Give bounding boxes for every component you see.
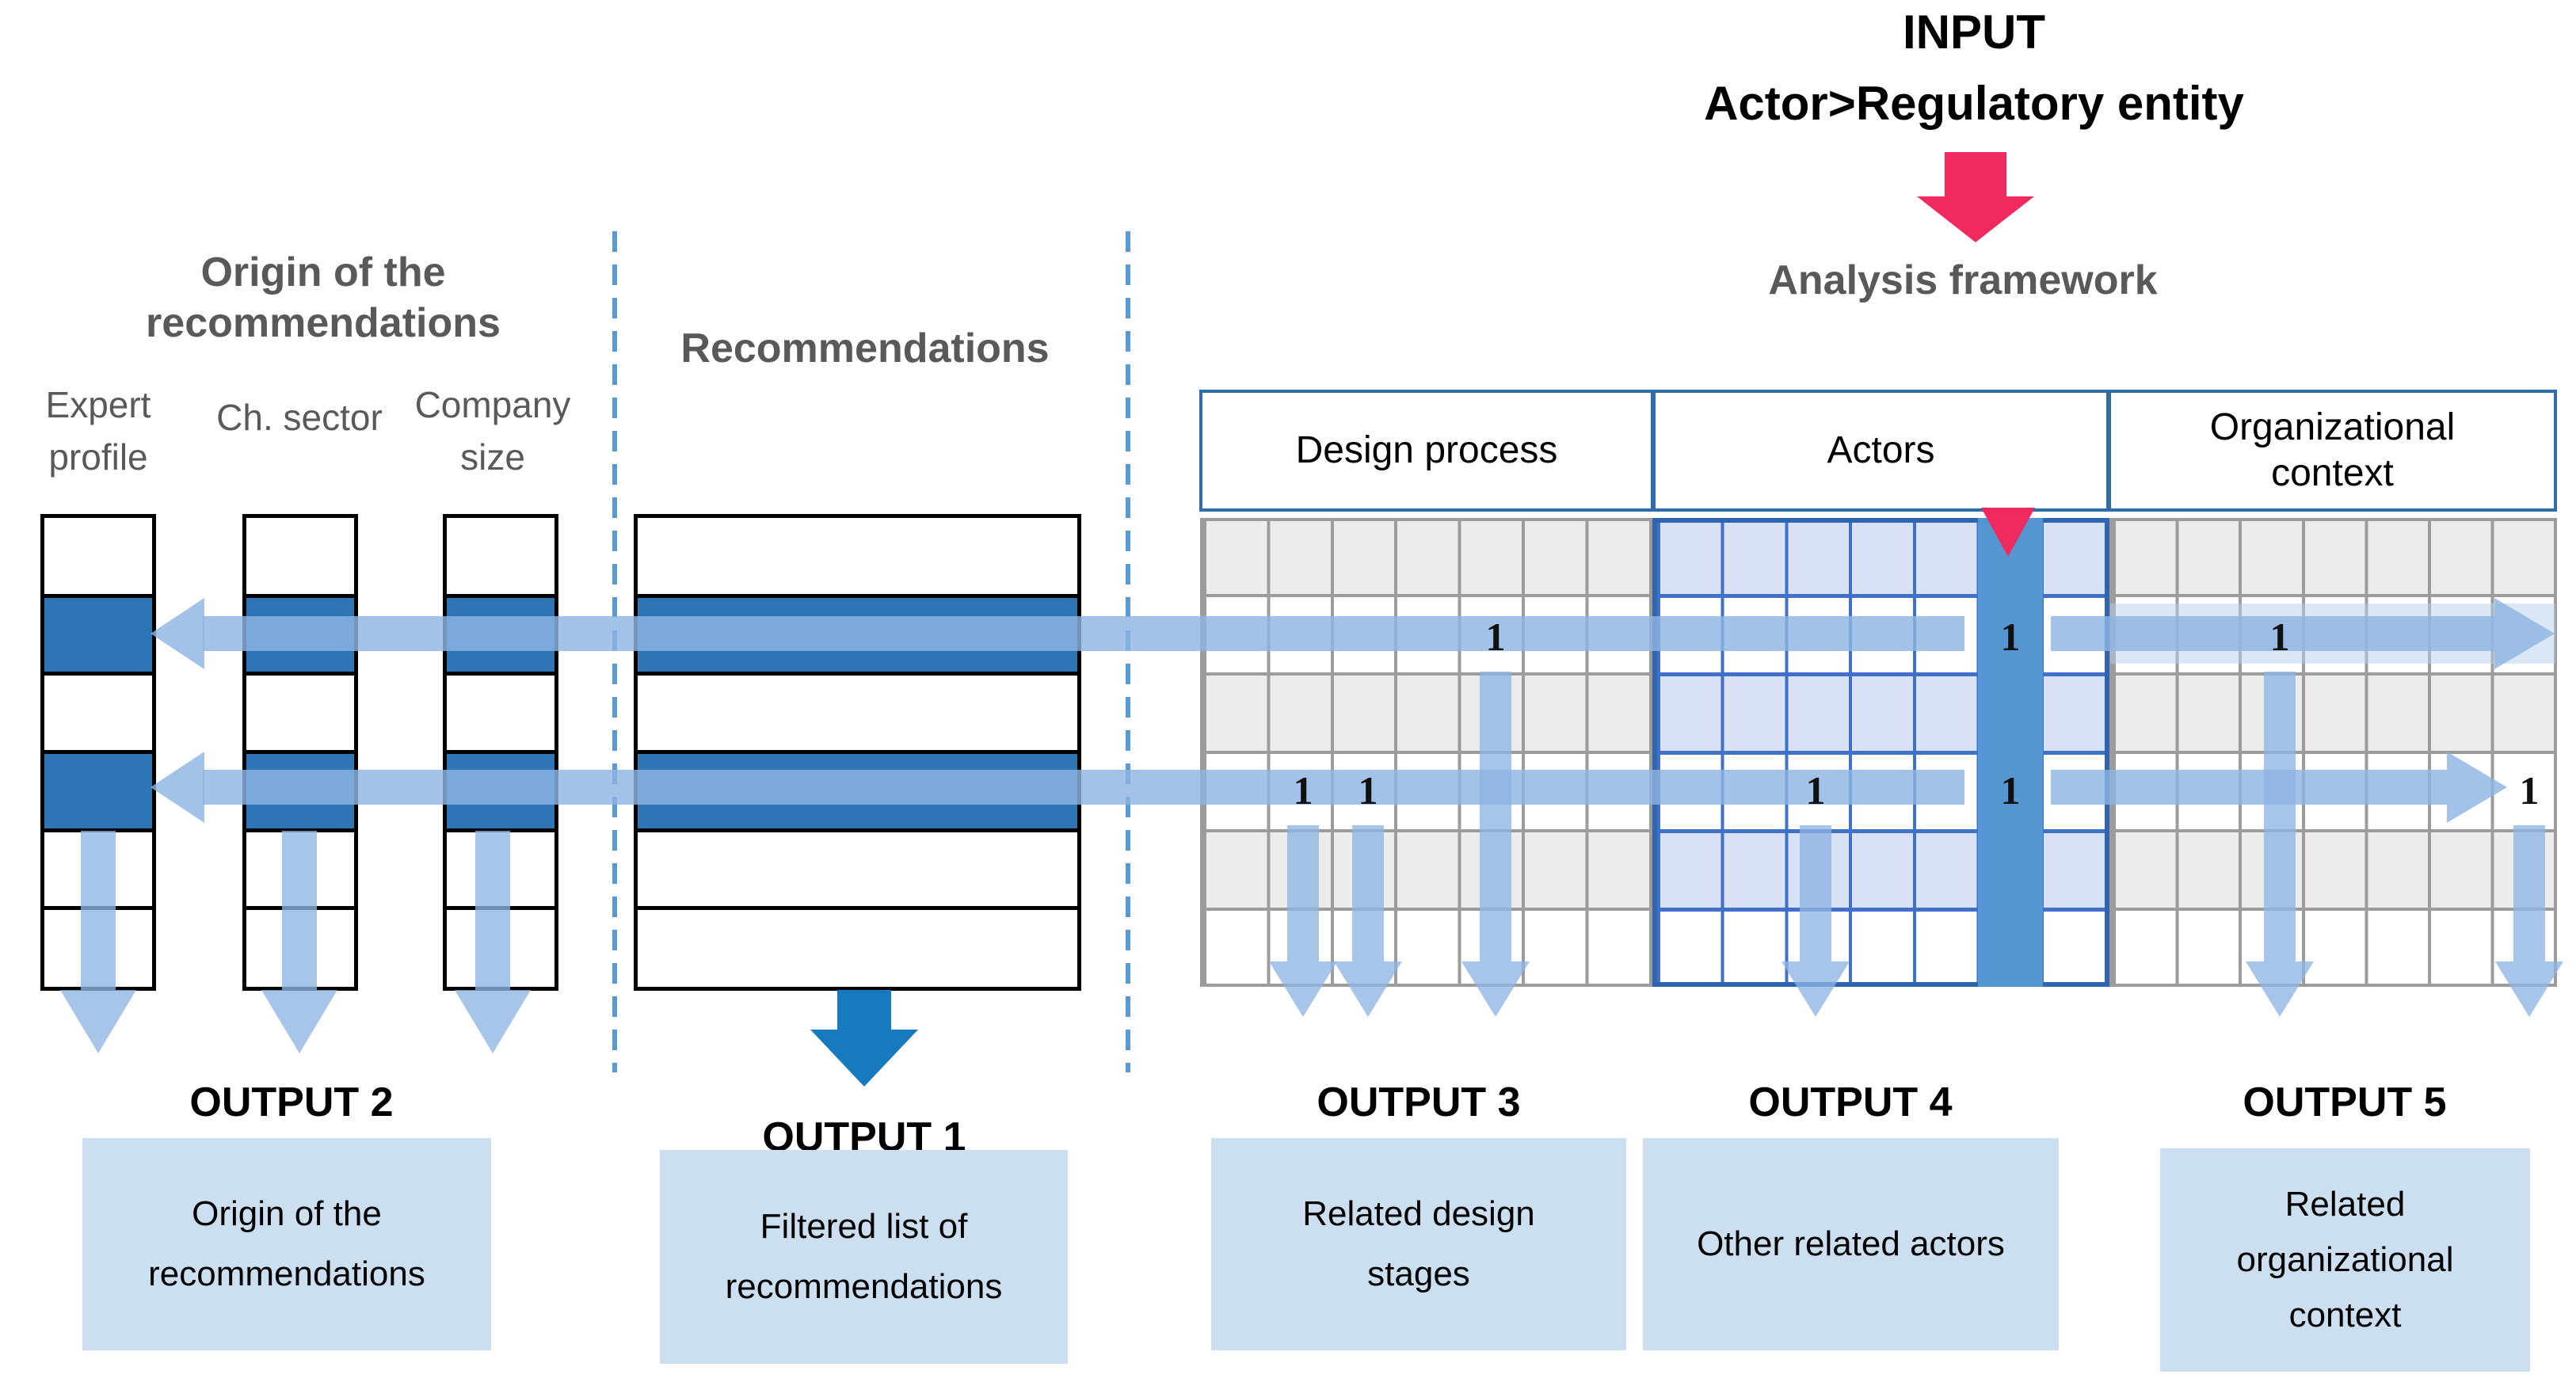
output1-box: Filtered list of recommendations [660,1150,1068,1364]
recommendations-table [634,514,1081,991]
header-organizational-context-label: Organizational context [2209,406,2456,494]
down-arrow-icon [60,831,136,1053]
match-band-row2-right [2051,616,2494,651]
output5-description: Related organizational context [2236,1185,2454,1334]
down-arrow-icon [1269,825,1337,1017]
down-arrow-shaft [2264,672,2296,961]
down-arrow-head [60,990,136,1053]
down-arrow-icon [455,831,531,1053]
output3-label: OUTPUT 3 [1317,1079,1521,1125]
input-arrow-shaft [1945,152,2006,198]
origin-column-label-expert-profile: Expert profile [45,384,151,478]
down-arrow-head [1269,961,1337,1017]
output4-label: OUTPUT 4 [1748,1079,1953,1125]
header-design-process: Design process [1199,390,1654,512]
down-arrow-shaft [1352,825,1384,961]
down-arrow-head [455,990,531,1053]
input-column-pointer-icon [1981,508,2035,557]
match-count-marker: 1 [1358,768,1378,813]
origin-column-label-company-size: Company size [414,384,571,478]
header-actors-label: Actors [1827,429,1935,471]
input-subtitle: Actor>Regulatory entity [1704,77,2244,130]
header-design-process-label: Design process [1295,429,1558,471]
arrow-left-icon [151,752,204,823]
match-count-marker: 1 [1485,615,1506,659]
output1-arrow-shaft [837,990,891,1031]
down-arrow-shaft [2513,825,2545,961]
match-count-marker: 1 [2000,615,2021,659]
down-arrow-shaft [475,831,510,990]
match-count-marker: 1 [1293,768,1313,813]
match-band-row4-right [2051,770,2447,805]
arrow-left-icon [151,598,204,669]
down-arrow-shaft [1800,825,1831,961]
match-band-row4-left [203,770,1964,805]
output1-arrow-down-icon [810,1030,918,1087]
output2-label: OUTPUT 2 [189,1079,394,1125]
origin-column-label-ch-sector: Ch. sector [216,397,383,438]
down-arrow-icon [1781,825,1850,1017]
output2-box: Origin of the recommendations [82,1138,491,1350]
analysis-framework-title: Analysis framework [1768,257,2158,303]
dashed-separator-right [1126,231,1130,1072]
output5-box: Related organizational context [2160,1148,2530,1372]
match-count-marker: 1 [2000,768,2021,813]
input-title: INPUT [1903,6,2045,59]
recommendations-section-title: Recommendations [680,326,1050,371]
down-arrow-head [1461,961,1530,1017]
output2-description: Origin of the recommendations [148,1194,425,1293]
down-arrow-shaft [1287,825,1319,961]
output3-description: Related design stages [1302,1194,1535,1293]
down-arrow-icon [2495,825,2563,1017]
down-arrow-icon [2246,672,2314,1017]
arrow-right-icon [2494,598,2555,669]
output1-description: Filtered list of recommendations [725,1207,1003,1306]
down-arrow-head [1334,961,1402,1017]
match-count-marker: 1 [2519,768,2540,813]
down-arrow-icon [261,831,337,1053]
highlighted-actor-column [1978,518,2043,987]
dashed-separator-left [612,231,617,1072]
grid-design-process [1200,518,1652,987]
match-count-marker: 1 [2269,615,2290,659]
down-arrow-icon [1461,672,1530,1017]
arrow-right-icon [2447,752,2507,823]
output4-description: Other related actors [1697,1224,2005,1263]
output4-box: Other related actors [1643,1138,2059,1350]
down-arrow-head [261,990,337,1053]
origin-section-title: Origin of the recommendations [146,249,501,346]
down-arrow-head [2246,961,2314,1017]
down-arrow-shaft [81,831,116,990]
output5-label: OUTPUT 5 [2243,1079,2447,1125]
down-arrow-icon [1334,825,1402,1017]
header-actors: Actors [1652,390,2109,512]
down-arrow-shaft [1480,672,1511,961]
down-arrow-head [2495,961,2563,1017]
match-band-row2-left [203,616,1964,651]
match-count-marker: 1 [1805,768,1826,813]
down-arrow-shaft [282,831,317,990]
down-arrow-head [1781,961,1850,1017]
header-organizational-context: Organizational context [2108,390,2557,512]
output3-box: Related design stages [1211,1138,1626,1350]
input-arrow-down-icon [1917,196,2034,242]
